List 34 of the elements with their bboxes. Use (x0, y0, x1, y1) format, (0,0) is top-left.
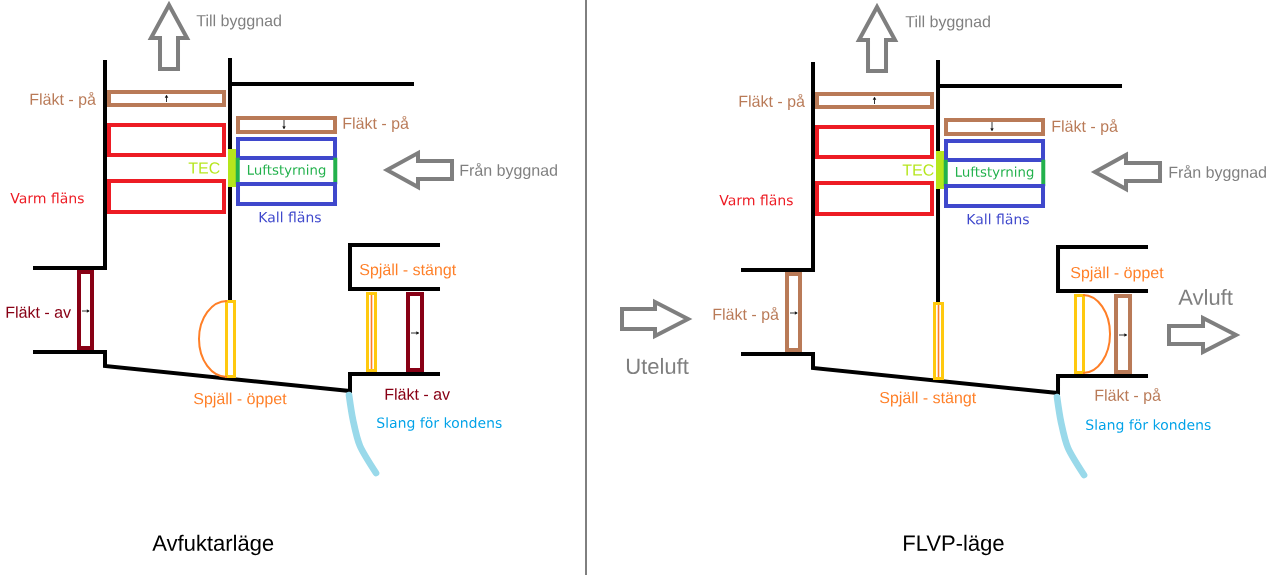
airflow-label: Avluft (1178, 288, 1233, 306)
part-label: Fläkt - på (713, 306, 779, 324)
air-guide-box: Luftstyrning (235, 157, 338, 185)
part-label: Spjäll - stängt (880, 391, 977, 407)
part-label: Fläkt - av (6, 306, 71, 318)
airflow-label: Till byggnad (905, 15, 990, 31)
mode-title: FLVP-läge (904, 534, 1004, 556)
part-label: TEC (902, 164, 934, 176)
part-label: Fläkt - på (1095, 387, 1161, 405)
part-label: Slang för kondens (1086, 419, 1211, 433)
mode-title: Avfuktarläge (152, 534, 274, 556)
part-label: Varm fläns (10, 192, 84, 204)
part-label: Slang för kondens (377, 417, 502, 431)
part-label: Fläkt - på (343, 115, 409, 133)
flange-box (815, 125, 934, 159)
flange-box (944, 139, 1045, 162)
part-label: Spjäll - öppet (194, 392, 287, 408)
airflow-label: Till byggnad (196, 14, 281, 30)
part-label: Spjäll - stängt (360, 263, 457, 279)
part-label: Fläkt - på (739, 93, 805, 111)
part-label: Kall fläns (259, 211, 321, 223)
part-label: Varm fläns (719, 194, 793, 206)
airflow-label: Från byggnad (1169, 164, 1266, 182)
airflow-label: Från byggnad (460, 162, 557, 180)
airflow-label: Uteluft (626, 357, 689, 375)
part-label: TEC (188, 162, 220, 174)
part-label: Fläkt - av (385, 388, 450, 400)
part-label: Fläkt - på (30, 91, 96, 109)
part-label: Spjäll - öppet (1071, 266, 1164, 282)
part-label: Kall fläns (967, 213, 1029, 225)
part-label: Fläkt - på (1052, 118, 1118, 136)
flange-box (236, 137, 337, 160)
air-guide-box: Luftstyrning (943, 159, 1046, 187)
flange-box (107, 123, 226, 157)
